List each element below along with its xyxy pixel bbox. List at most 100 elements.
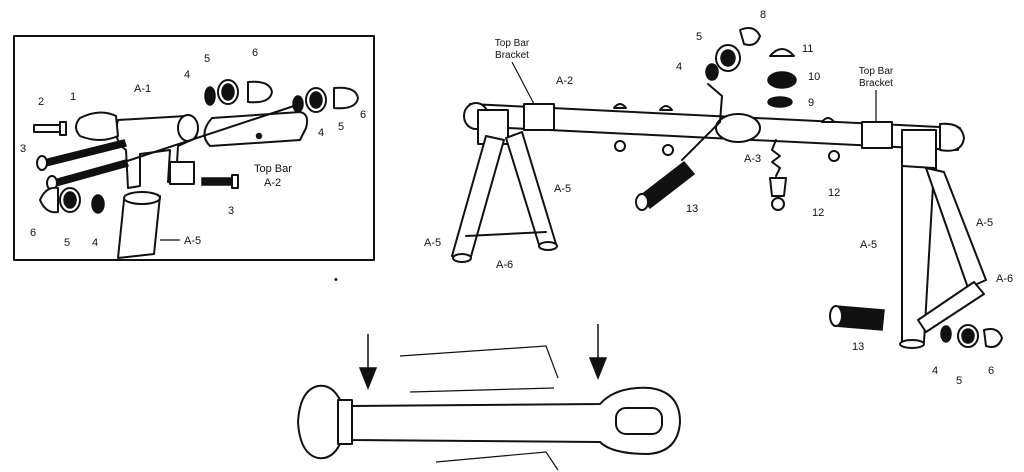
right-leg-foot xyxy=(899,339,925,349)
label-4-upper: 4 xyxy=(184,69,190,81)
bolt-collar xyxy=(337,399,353,445)
left-bracket xyxy=(523,103,555,131)
label-a5-right-front: A-5 xyxy=(860,239,877,251)
bracket-a1-tab xyxy=(169,161,195,185)
hook-12-right xyxy=(828,150,840,162)
label-a5-left-front: A-5 xyxy=(424,237,441,249)
bar-cap-2 xyxy=(659,105,673,111)
label-4-lower: 4 xyxy=(92,237,98,249)
right-leg-rear xyxy=(925,167,987,289)
inset-frame xyxy=(13,35,375,261)
grip-13-lower-end xyxy=(829,305,843,327)
left-crossbar-a6 xyxy=(465,231,547,237)
long-bolts-3 xyxy=(36,139,129,191)
handle-arm xyxy=(681,83,723,161)
label-a5-right-rear: A-5 xyxy=(976,217,993,229)
label-2: 2 xyxy=(38,96,44,108)
label-a5-inset: A-5 xyxy=(184,235,201,247)
sketch-line-mid xyxy=(409,387,555,393)
stray-dot: • xyxy=(334,274,338,286)
label-6-lower: 6 xyxy=(30,227,36,239)
top-bar-tube xyxy=(203,111,309,147)
label-top-bar-right-2: Bracket xyxy=(859,78,893,89)
label-4-bottom: 4 xyxy=(932,365,938,377)
hardware-stack-upper xyxy=(204,79,273,106)
leader-bracket-left xyxy=(511,61,535,105)
leg-a5-inset xyxy=(117,195,161,259)
hardware-stack-top-middle xyxy=(705,27,761,81)
right-crossbar-a6 xyxy=(917,281,985,333)
label-3-left: 3 xyxy=(20,143,26,155)
label-1: 1 xyxy=(70,91,76,103)
right-end-cap xyxy=(939,122,965,152)
label-5-bottom: 5 xyxy=(956,375,962,387)
bolt-shaft xyxy=(351,386,681,455)
spring-12 xyxy=(771,139,781,177)
label-12-lower: 12 xyxy=(812,207,824,219)
label-4-right: 4 xyxy=(318,127,324,139)
label-10: 10 xyxy=(808,71,820,83)
label-3-right: 3 xyxy=(228,205,234,217)
sketch-line-lower xyxy=(435,451,559,471)
label-a3: A-3 xyxy=(744,153,761,165)
label-5-upper: 5 xyxy=(204,53,210,65)
hardware-stack-right xyxy=(292,86,359,113)
label-a6-right: A-6 xyxy=(996,273,1013,285)
through-rod xyxy=(99,103,301,171)
right-bracket xyxy=(861,121,893,149)
left-leg-rear-foot xyxy=(538,241,558,251)
label-6-upper: 6 xyxy=(252,47,258,59)
label-a5-left-rear: A-5 xyxy=(554,183,571,195)
label-13-upper: 13 xyxy=(686,203,698,215)
label-6-bottom: 6 xyxy=(988,365,994,377)
end-cap-1 xyxy=(75,111,119,141)
label-top-bar-left-2: Bracket xyxy=(495,50,529,61)
label-a1: A-1 xyxy=(134,83,151,95)
hanger-1 xyxy=(614,140,626,152)
inset-detail: 1 2 3 3 4 4 4 5 5 5 6 6 6 A-1 Top Bar A-… xyxy=(13,35,375,261)
label-6-right: 6 xyxy=(360,109,366,121)
label-5-right: 5 xyxy=(338,121,344,133)
hanger-2 xyxy=(662,144,674,156)
bar-cap-3 xyxy=(821,117,835,123)
main-assembly: Top Bar Bracket Top Bar Bracket A-2 A-3 … xyxy=(424,9,1013,387)
label-a2-inset: A-2 xyxy=(264,177,281,189)
label-8: 8 xyxy=(760,9,766,21)
label-top-bar-right-1: Top Bar xyxy=(859,66,894,77)
label-13-lower: 13 xyxy=(852,341,864,353)
label-top-bar-inset: Top Bar xyxy=(254,163,292,175)
label-top-bar-left-1: Top Bar xyxy=(495,38,530,49)
hook-12 xyxy=(769,177,787,197)
leg-a5-inset-top xyxy=(123,191,161,205)
short-bolt-3 xyxy=(201,174,239,189)
top-bar-hole xyxy=(255,132,263,140)
left-leg-rear xyxy=(505,131,557,249)
label-12-right: 12 xyxy=(828,187,840,199)
label-9: 9 xyxy=(808,97,814,109)
hardware-stack-9-10-11 xyxy=(767,48,797,108)
label-5-lower: 5 xyxy=(64,237,70,249)
left-leg-front-foot xyxy=(452,253,472,263)
bolt-2 xyxy=(33,121,67,136)
bolt-detail xyxy=(297,324,681,471)
sketch-line-upper xyxy=(399,345,559,379)
hardware-stack-bottom-right xyxy=(940,324,1003,348)
label-4-main: 4 xyxy=(676,61,682,73)
grip-13-upper-end xyxy=(635,193,649,211)
bar-cap-1 xyxy=(613,103,627,109)
right-joint xyxy=(901,129,937,171)
left-leg-front xyxy=(451,135,505,261)
label-11: 11 xyxy=(802,43,813,55)
bolt-head xyxy=(297,384,341,460)
hook-ring-12 xyxy=(771,197,785,211)
label-a6-left: A-6 xyxy=(496,259,513,271)
arrow-right xyxy=(588,324,608,381)
hardware-stack-lower xyxy=(39,186,105,214)
label-a2-main: A-2 xyxy=(556,75,573,87)
bolt-eye-slot xyxy=(615,407,663,435)
label-5-main: 5 xyxy=(696,31,702,43)
bracket-a1-end xyxy=(177,114,199,142)
center-sleeve-a3 xyxy=(715,113,761,143)
